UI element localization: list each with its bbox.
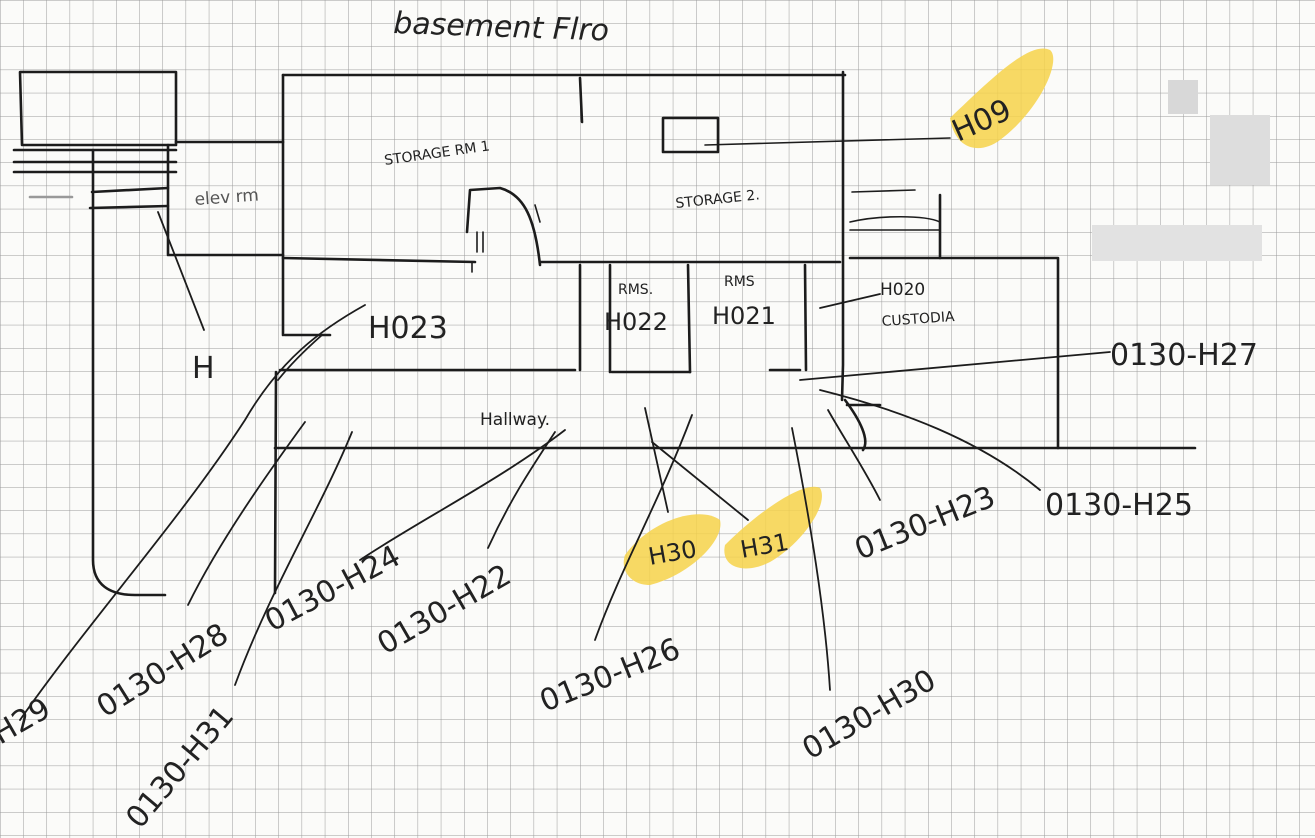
page-title: basement Flro bbox=[393, 6, 610, 49]
room-h021: H021 bbox=[712, 302, 776, 330]
scan-shade bbox=[1168, 80, 1198, 114]
room-h022-title: RMS. bbox=[618, 282, 653, 298]
scan-shade bbox=[1092, 225, 1262, 261]
room-h022: H022 bbox=[604, 308, 668, 336]
room-hallway: Hallway. bbox=[480, 410, 550, 430]
highlight-h30 bbox=[623, 514, 721, 585]
leader-lines bbox=[19, 211, 1111, 721]
label-h: H bbox=[192, 351, 215, 386]
highlight-h31 bbox=[724, 486, 822, 569]
room-h023: H023 bbox=[368, 311, 448, 346]
room-custodia: CUSTODIA bbox=[881, 309, 955, 330]
scan-shade bbox=[1210, 115, 1270, 185]
room-h021-title: RMS bbox=[724, 274, 755, 290]
label-0130-h25: 0130-H25 bbox=[1045, 488, 1193, 523]
room-elevator: elev rm bbox=[194, 186, 260, 210]
highlight-h09 bbox=[950, 48, 1054, 149]
room-h020: H020 bbox=[880, 280, 925, 300]
label-0130-h27: 0130-H27 bbox=[1110, 338, 1258, 373]
